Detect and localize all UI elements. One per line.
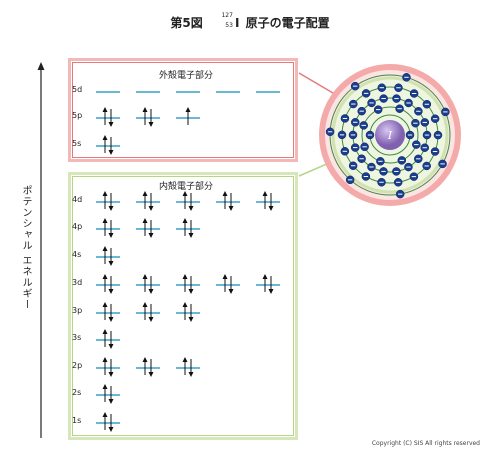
electron-down-arrowhead — [188, 372, 194, 377]
electron-down-arrowhead — [148, 289, 154, 294]
electron-up-arrowhead — [102, 329, 108, 334]
electron-down-arrowhead — [108, 150, 114, 155]
electron-up-arrowhead — [142, 274, 148, 279]
electron-down-arrowhead — [188, 233, 194, 238]
level-label-5p: 5p — [72, 111, 83, 120]
electron-up-arrowhead — [102, 274, 108, 279]
electron-up-arrowhead — [185, 107, 191, 112]
electron-down-arrowhead — [108, 344, 114, 349]
mass-number: 127 — [221, 12, 233, 19]
nucleus — [375, 120, 405, 150]
inner-section-title: 内殻電子部分 — [158, 182, 213, 192]
electron-down-arrowhead — [228, 289, 234, 294]
electron-down-arrowhead — [188, 206, 194, 211]
electron-up-arrowhead — [102, 246, 108, 251]
level-label-3p: 3p — [72, 306, 83, 315]
electron-down-arrowhead — [108, 372, 114, 377]
figure-title: 第5図 127 53 I 原子の電子配置 — [0, 12, 500, 31]
electron-down-arrowhead — [188, 289, 194, 294]
figure-caption: 原子の電子配置 — [245, 16, 330, 30]
atomic-number: 53 — [225, 22, 233, 29]
electron-up-arrowhead — [142, 357, 148, 362]
electron-up-arrowhead — [102, 412, 108, 417]
electron-up-arrowhead — [142, 191, 148, 196]
inner-electron-section: 内殻電子部分 — [68, 172, 298, 440]
level-label-4d: 4d — [72, 195, 83, 204]
electron-up-arrowhead — [102, 107, 108, 112]
electron-down-arrowhead — [108, 206, 114, 211]
electron-up-arrowhead — [102, 384, 108, 389]
electron-up-arrowhead — [142, 107, 148, 112]
electron-down-arrowhead — [268, 206, 274, 211]
electron-up-arrowhead — [102, 218, 108, 223]
electron-down-arrowhead — [108, 233, 114, 238]
electron-up-arrowhead — [222, 191, 228, 196]
electron-up-arrowhead — [182, 274, 188, 279]
level-label-5s: 5s — [72, 139, 82, 148]
electron-up-arrowhead — [102, 302, 108, 307]
level-label-3s: 3s — [72, 333, 82, 342]
electron-down-arrowhead — [228, 206, 234, 211]
electron-down-arrowhead — [188, 317, 194, 322]
electron-down-arrowhead — [148, 233, 154, 238]
outer-connector-line — [298, 72, 339, 97]
electron-down-arrowhead — [148, 122, 154, 127]
level-label-5d: 5d — [72, 85, 83, 94]
electron-down-arrowhead — [108, 122, 114, 127]
electron-up-arrowhead — [102, 357, 108, 362]
electron-up-arrowhead — [102, 135, 108, 140]
level-label-3d: 3d — [72, 278, 83, 287]
electron-up-arrowhead — [262, 274, 268, 279]
copyright-text: Copyright (C) SIS All rights reserved — [371, 440, 480, 447]
electron-up-arrowhead — [182, 191, 188, 196]
electron-up-arrowhead — [142, 302, 148, 307]
electron-down-arrowhead — [108, 289, 114, 294]
electron-up-arrowhead — [142, 218, 148, 223]
shell-ring-L — [361, 106, 419, 164]
nucleus-symbol: I — [387, 129, 393, 142]
level-label-4s: 4s — [72, 250, 82, 259]
electron-down-arrowhead — [108, 399, 114, 404]
electron-down-arrowhead — [108, 317, 114, 322]
figure-number: 第5図 — [170, 16, 203, 30]
electron-down-arrowhead — [268, 289, 274, 294]
electron-down-arrowhead — [108, 261, 114, 266]
level-label-4p: 4p — [72, 222, 83, 231]
isotope-notation: 127 53 — [215, 12, 233, 30]
outer-section-title: 外殻電子部分 — [158, 71, 213, 81]
level-label-1s: 1s — [72, 416, 82, 425]
energy-axis-label: ポテンシャル エネルギー — [20, 185, 31, 311]
element-symbol: I — [234, 16, 240, 30]
electron-down-arrowhead — [148, 206, 154, 211]
energy-axis-arrow — [37, 62, 45, 438]
level-label-2p: 2p — [72, 361, 83, 370]
electron-down-arrowhead — [108, 427, 114, 432]
electron-up-arrowhead — [182, 302, 188, 307]
electron-down-arrowhead — [148, 317, 154, 322]
electron-up-arrowhead — [262, 191, 268, 196]
electron-up-arrowhead — [102, 191, 108, 196]
outer-electron-section: 外殻電子部分 — [68, 58, 298, 162]
electron-up-arrowhead — [182, 357, 188, 362]
level-label-2s: 2s — [72, 388, 82, 397]
electron-up-arrowhead — [222, 274, 228, 279]
electron-up-arrowhead — [182, 218, 188, 223]
electron-down-arrowhead — [148, 372, 154, 377]
